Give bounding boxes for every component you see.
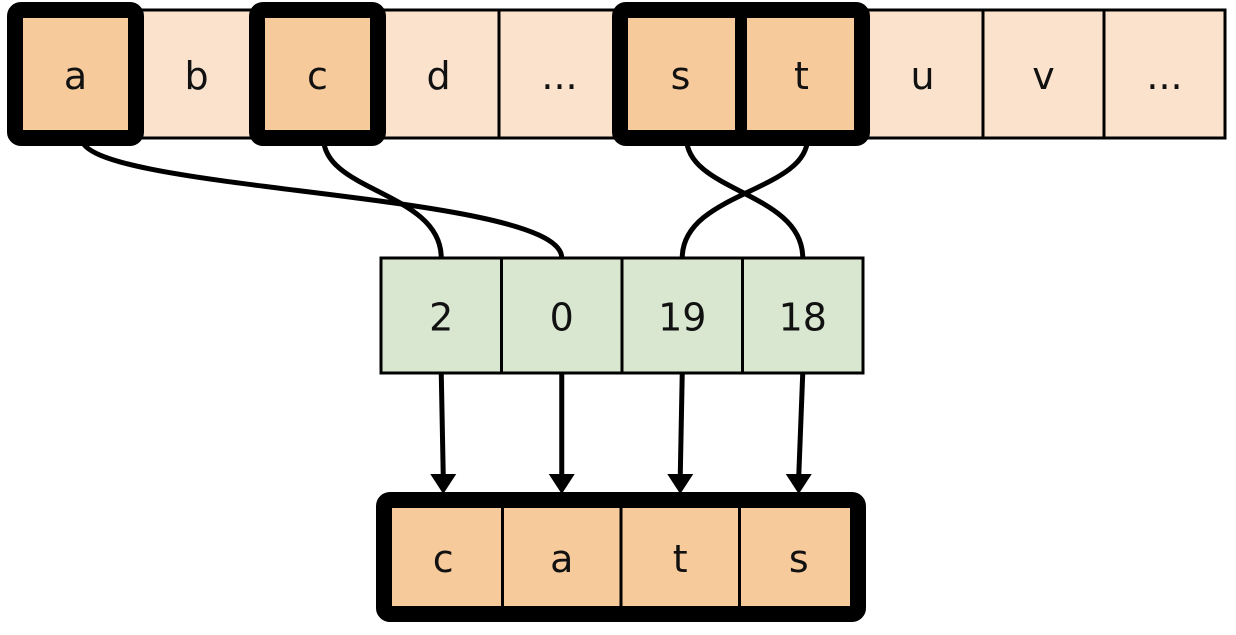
output-cell[interactable] [382, 498, 504, 616]
index-cell-label: 0 [550, 296, 574, 340]
index-output-arrow-line [438, 372, 446, 477]
letter-index-connector [684, 137, 806, 259]
index-cell-label: 18 [779, 296, 827, 340]
index-cell[interactable] [620, 256, 744, 375]
alphabet-cell-label: ... [541, 54, 577, 98]
alphabet-cell[interactable] [497, 8, 622, 140]
alphabet-cell-label: u [910, 54, 934, 98]
output-strip [382, 498, 860, 616]
alphabet-selection-outline [249, 2, 386, 146]
alphabet-cell[interactable] [981, 8, 1106, 140]
alphabet-labels: a b c d... s t u v... [64, 54, 1183, 98]
index-output-arrow-head [785, 474, 812, 494]
index-strip [379, 256, 865, 375]
letter-to-index-connectors [79, 137, 811, 259]
alphabet-cell-label: ... [1146, 54, 1182, 98]
letter-index-connector [321, 137, 444, 259]
alphabet-highlight-outlines [7, 2, 870, 146]
index-output-arrow-head [430, 474, 457, 494]
index-cell[interactable] [741, 256, 865, 375]
alphabet-cell-label: b [184, 54, 208, 98]
alphabet-selection-outline [7, 2, 144, 146]
index-cell-label: 2 [429, 296, 453, 340]
alphabet-cell-label: d [426, 54, 450, 98]
alphabet-cell-label: t [794, 54, 809, 98]
index-to-output-arrows [430, 372, 812, 494]
output-cell-label: c [433, 537, 454, 581]
alphabet-cell-label: a [64, 54, 87, 98]
alphabet-cell-label: v [1032, 54, 1055, 98]
index-output-arrow-line [677, 372, 685, 477]
output-strip-outline [376, 492, 866, 622]
index-cell-label: 19 [658, 296, 706, 340]
alphabet-cell[interactable] [134, 8, 259, 140]
output-cell-label: s [789, 537, 809, 581]
index-output-arrow-head [548, 474, 575, 494]
index-output-arrow-line [796, 372, 806, 477]
index-output-arrow-head [667, 474, 694, 494]
output-cell-label: t [673, 537, 688, 581]
letter-index-connector [79, 137, 565, 259]
letter-index-connector [679, 137, 811, 259]
output-cell[interactable] [619, 498, 741, 616]
alphabet-cell[interactable] [1102, 8, 1227, 140]
index-cell[interactable] [500, 256, 624, 375]
alphabet-cell-label: s [671, 54, 691, 98]
output-selection-outline [376, 492, 866, 622]
output-cell-label: a [550, 537, 573, 581]
alphabet-cell-label: c [307, 54, 328, 98]
